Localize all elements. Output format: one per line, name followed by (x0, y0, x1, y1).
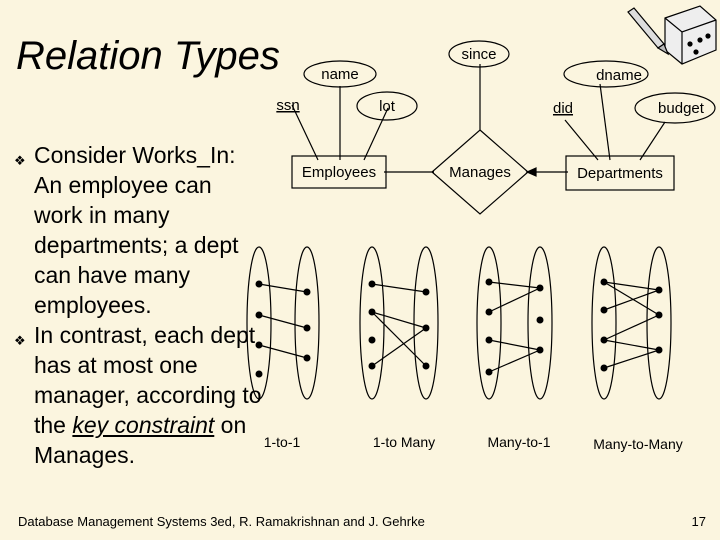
mapping-label-1-to-1: 1-to-1 (264, 434, 301, 450)
attribute-since-label: since (461, 46, 496, 63)
diamond-bullet-icon: ❖ (14, 333, 26, 348)
attribute-name-label: name (321, 66, 359, 83)
mapping-1-to-1-left-oval (246, 246, 272, 400)
attribute-lot-label: lot (379, 98, 396, 115)
bullet-text: Consider Works_In: An employee can work … (34, 142, 239, 318)
entity-departments-label: Departments (577, 165, 663, 182)
mapping-dots (255, 278, 663, 378)
attribute-lot-oval (356, 91, 418, 121)
relationship-manages-label: Manages (449, 164, 511, 181)
mapping-1-to-many-left-oval (359, 246, 385, 400)
mapping-label-1-to-many: 1-to Many (373, 434, 435, 450)
entity-employees-box (291, 155, 387, 189)
mapping-many-to-many-left-oval (591, 246, 617, 400)
mapping-many-to-1-left-oval (476, 246, 502, 400)
attribute-ssn-label: ssn (276, 97, 299, 114)
relationship-manages-diamond (431, 129, 529, 215)
mapping-label-many-to-many: Many-to-Many (593, 436, 682, 452)
mapping-label-many-to-1: Many-to-1 (487, 434, 550, 450)
attribute-budget-oval (634, 92, 716, 124)
attribute-since-oval (448, 40, 510, 68)
diamond-bullet-icon: ❖ (14, 153, 26, 168)
mapping-1-to-1-right-oval (294, 246, 320, 400)
bullet-item-works-in: ❖ Consider Works_In: An employee can wor… (14, 140, 264, 320)
slide-footer: Database Management Systems 3ed, R. Rama… (18, 514, 425, 529)
mapping-many-to-1-edges (488, 281, 541, 373)
slide-title: Relation Types (16, 34, 280, 78)
bullet-list: ❖ Consider Works_In: An employee can wor… (14, 140, 264, 470)
mapping-many-to-1-right-oval (527, 246, 553, 400)
bullet-text-pre: In contrast, each dept has at most one m… (34, 322, 262, 438)
entity-departments-box (565, 155, 675, 191)
attribute-did-label: did (553, 100, 573, 117)
mapping-1-to-many-edges (371, 283, 427, 367)
bullet-text-post: on Manages. (34, 412, 247, 468)
attribute-budget-label: budget (658, 100, 705, 117)
eraser-pencil-clipart-icon (627, 5, 717, 65)
mapping-many-to-many-right-oval (646, 246, 672, 400)
er-connectors (291, 64, 666, 177)
bullet-item-key-constraint: ❖ In contrast, each dept has at most one… (14, 320, 264, 470)
attribute-name-oval (303, 60, 377, 88)
attribute-dname-oval (563, 60, 649, 88)
key-constraint-term: key constraint (72, 412, 215, 438)
mapping-1-to-1-edges (258, 283, 308, 359)
attribute-dname-label: dname (596, 67, 642, 84)
mapping-many-to-many-edges (603, 281, 660, 369)
entity-employees-label: Employees (302, 164, 376, 181)
mapping-1-to-many-right-oval (413, 246, 439, 400)
page-number: 17 (691, 514, 706, 529)
